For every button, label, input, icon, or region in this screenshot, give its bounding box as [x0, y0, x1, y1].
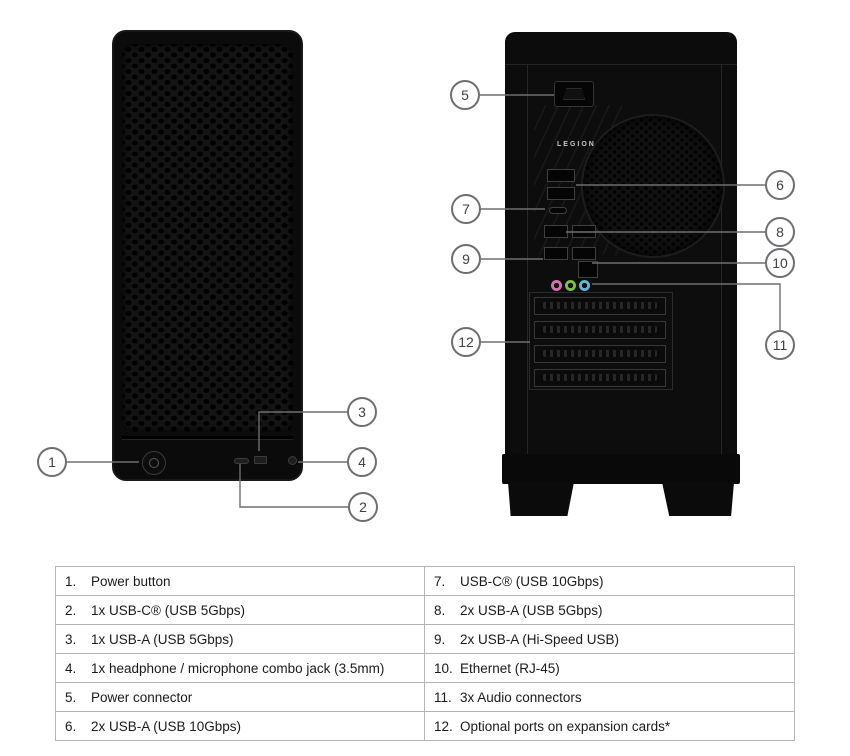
expansion-slot-area	[529, 292, 673, 390]
legend-item-text: USB-C® (USB 10Gbps)	[460, 573, 604, 589]
legend-table: 1. Power button 7. USB-C® (USB 10Gbps) 2…	[55, 566, 795, 741]
legend-cell: 2. 1x USB-C® (USB 5Gbps)	[56, 596, 425, 624]
legend-item-number: 3.	[65, 631, 77, 647]
legend-item-text: 2x USB-A (USB 5Gbps)	[460, 602, 603, 618]
slot-vent	[543, 326, 657, 333]
power-button	[142, 451, 166, 475]
legend-cell: 8. 2x USB-A (USB 5Gbps)	[425, 596, 794, 624]
rear-foot-left	[508, 482, 574, 516]
rear-view: LEGION	[502, 32, 740, 484]
rear-usb-a-5g-port-2	[572, 225, 596, 238]
callout-1: 1	[37, 447, 67, 477]
legend-cell: 5. Power connector	[56, 683, 425, 711]
legend-item-number: 7.	[434, 573, 446, 589]
legend-cell: 7. USB-C® (USB 10Gbps)	[425, 567, 794, 595]
legend-row: 3. 1x USB-A (USB 5Gbps) 9. 2x USB-A (Hi-…	[56, 624, 794, 653]
legend-row: 5. Power connector 11. 3x Audio connecto…	[56, 682, 794, 711]
rear-base-plinth	[502, 454, 740, 484]
legend-cell: 4. 1x headphone / microphone combo jack …	[56, 654, 425, 682]
callout-10: 10	[765, 248, 795, 278]
legend-item-number: 4.	[65, 660, 77, 676]
rear-usb-a-5g-port-1	[544, 225, 568, 238]
legend-item-text: 1x USB-A (USB 5Gbps)	[91, 631, 234, 647]
legend-row: 6. 2x USB-A (USB 10Gbps) 12. Optional po…	[56, 711, 794, 740]
legend-item-text: Optional ports on expansion cards*	[460, 718, 671, 734]
legend-item-text: 3x Audio connectors	[460, 689, 582, 705]
legend-cell: 3. 1x USB-A (USB 5Gbps)	[56, 625, 425, 653]
front-usb-a-port	[254, 456, 267, 464]
legend-item-text: 1x headphone / microphone combo jack (3.…	[91, 660, 385, 676]
legend-item-text: Ethernet (RJ-45)	[460, 660, 560, 676]
legend-item-number: 6.	[65, 718, 77, 734]
callout-11: 11	[765, 330, 795, 360]
legion-brand-label: LEGION	[557, 141, 596, 148]
headphone-jack-port	[288, 456, 297, 465]
legend-row: 1. Power button 7. USB-C® (USB 10Gbps)	[56, 567, 794, 595]
front-usb-c-port	[234, 458, 249, 464]
legend-item-text: Power button	[91, 573, 171, 589]
legend-cell: 11. 3x Audio connectors	[425, 683, 794, 711]
legend-item-text: Power connector	[91, 689, 193, 705]
legend-item-text: 1x USB-C® (USB 5Gbps)	[91, 602, 245, 618]
front-panel-groove	[122, 436, 293, 440]
callout-9: 9	[451, 244, 481, 274]
rear-io-panel: LEGION	[527, 64, 725, 458]
power-logo-icon	[149, 458, 159, 468]
callout-7: 7	[451, 194, 481, 224]
legend-cell: 12. Optional ports on expansion cards*	[425, 712, 794, 740]
rear-usb-a-10g-port-1	[547, 169, 575, 182]
callout-2: 2	[348, 492, 378, 522]
legend-row: 4. 1x headphone / microphone combo jack …	[56, 653, 794, 682]
callout-3: 3	[347, 397, 377, 427]
expansion-slot-cover	[534, 297, 666, 315]
legend-cell: 10. Ethernet (RJ-45)	[425, 654, 794, 682]
legend-row: 2. 1x USB-C® (USB 5Gbps) 8. 2x USB-A (US…	[56, 595, 794, 624]
callout-4: 4	[347, 447, 377, 477]
legend-cell: 9. 2x USB-A (Hi-Speed USB)	[425, 625, 794, 653]
rear-usb-a-hs-port-2	[572, 247, 596, 260]
rear-usb-c-port	[549, 207, 567, 214]
audio-jack-green	[565, 280, 576, 291]
rear-usb-a-hs-port-1	[544, 247, 568, 260]
legend-cell: 6. 2x USB-A (USB 10Gbps)	[56, 712, 425, 740]
tower-diagram: LEGION	[37, 30, 795, 522]
rear-foot-right	[662, 482, 734, 516]
legend-item-number: 8.	[434, 602, 446, 618]
legend-item-number: 9.	[434, 631, 446, 647]
legend-item-number: 2.	[65, 602, 77, 618]
legend-cell: 1. Power button	[56, 567, 425, 595]
audio-jack-pink	[551, 280, 562, 291]
audio-jack-blue	[579, 280, 590, 291]
slot-vent	[543, 302, 657, 309]
front-view	[112, 30, 303, 481]
legend-item-number: 10.	[434, 660, 453, 676]
callout-12: 12	[451, 327, 481, 357]
rear-fan-grille	[581, 114, 725, 258]
callout-5: 5	[450, 80, 480, 110]
legend-item-number: 1.	[65, 573, 77, 589]
power-connector-port	[554, 81, 594, 107]
legend-item-number: 12.	[434, 718, 453, 734]
rear-usb-a-10g-port-2	[547, 187, 575, 200]
callout-8: 8	[765, 217, 795, 247]
expansion-slot-cover	[534, 345, 666, 363]
slot-vent	[543, 374, 657, 381]
expansion-slot-cover	[534, 369, 666, 387]
slot-vent	[543, 350, 657, 357]
legend-item-text: 2x USB-A (Hi-Speed USB)	[460, 631, 620, 647]
legend-item-text: 2x USB-A (USB 10Gbps)	[91, 718, 242, 734]
legend-item-number: 5.	[65, 689, 77, 705]
callout-6: 6	[765, 170, 795, 200]
legend-item-number: 11.	[434, 689, 452, 705]
front-mesh-grille	[122, 44, 293, 432]
expansion-slot-cover	[534, 321, 666, 339]
power-inlet-pins	[563, 88, 585, 100]
ethernet-port	[578, 261, 598, 278]
